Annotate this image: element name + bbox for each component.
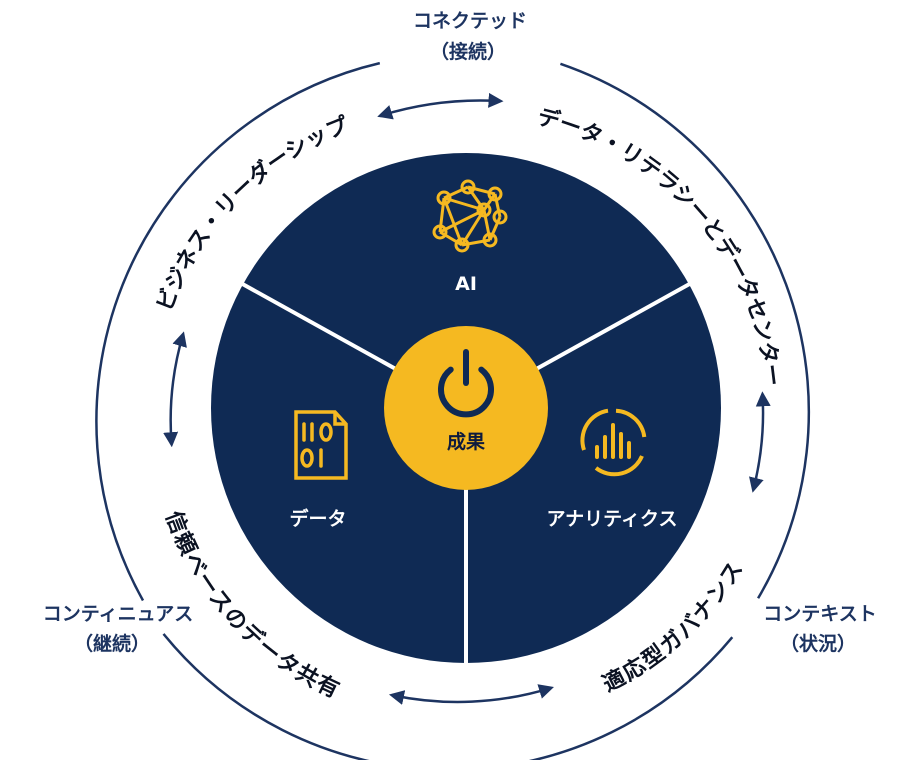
outer-ring-arc-right xyxy=(559,62,811,599)
neural-network-icon xyxy=(432,179,508,253)
binary-document-icon xyxy=(294,410,348,480)
chart-gauge-icon xyxy=(580,408,647,477)
arrow-top xyxy=(377,92,504,120)
corner-left-line2: （継続） xyxy=(74,632,150,655)
corner-top-line1: コネクテッド xyxy=(413,10,527,32)
segment-label-ai: AI xyxy=(455,273,477,295)
corner-top-line2: （接続） xyxy=(430,40,506,63)
arrow-right xyxy=(749,391,771,493)
arrow-bottom xyxy=(388,684,554,705)
outer-ring-arc-left xyxy=(95,61,381,602)
power-icon xyxy=(438,349,494,418)
segment-label-data: データ xyxy=(289,507,346,530)
center-label: 成果 xyxy=(447,430,485,453)
corner-right-line2: （状況） xyxy=(780,632,856,655)
corner-right-line1: コンテキスト xyxy=(763,603,876,625)
segment-label-analytics: アナリティクス xyxy=(547,508,678,530)
arrow-left xyxy=(163,331,187,448)
corner-left-line1: コンティニュアス xyxy=(43,603,193,625)
outer-ring-arc-bottom xyxy=(162,633,734,760)
center-circle xyxy=(384,326,548,490)
